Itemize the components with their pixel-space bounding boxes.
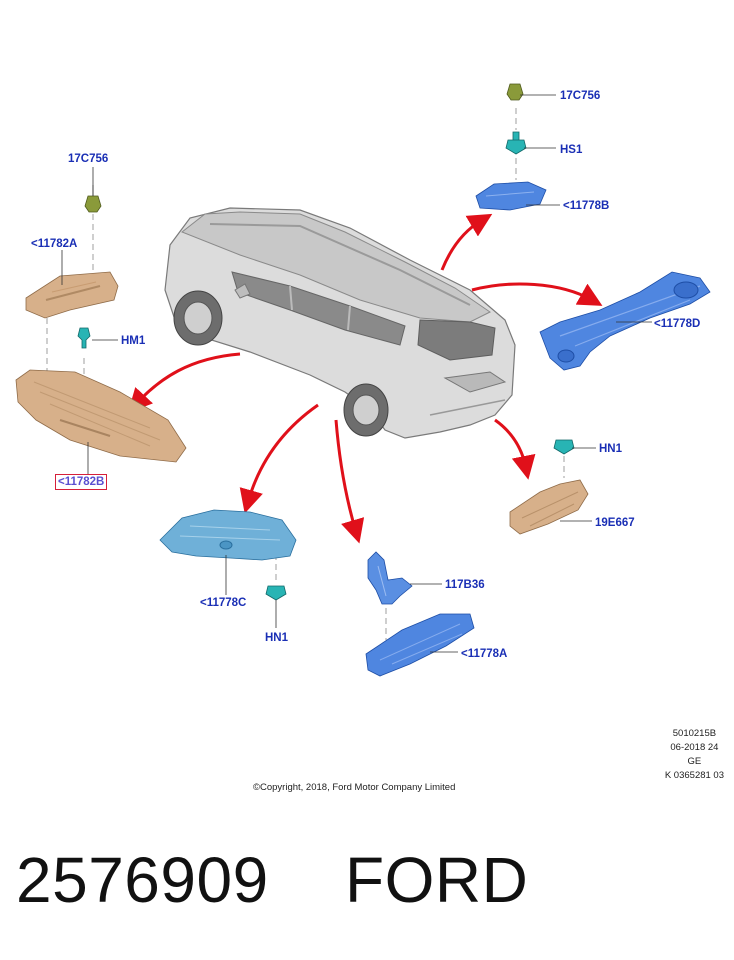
- label-17c756-left: 17C756: [68, 153, 109, 165]
- label-17c756-top: 17C756: [560, 90, 601, 102]
- label-hn1-bottom: HN1: [265, 632, 289, 644]
- left-parts-group: [15, 167, 187, 475]
- arrow-to-left-panel: [127, 352, 241, 413]
- panel-11778b: [475, 181, 547, 211]
- arrow-to-bottom-panel: [334, 419, 365, 544]
- arrow-to-rail: [471, 282, 603, 306]
- rear-rail-group: [539, 271, 711, 371]
- label-11778a: <11778A: [461, 648, 508, 660]
- nut-17c756-left: [84, 195, 102, 213]
- stamp-line-2: 06-2018 24: [670, 742, 719, 753]
- nut-17c756-top: [506, 83, 524, 101]
- brand-name: FORD: [345, 844, 529, 916]
- part-number: 2576909: [16, 844, 269, 916]
- right-parts-group: [509, 439, 596, 535]
- drawing-stamp: 5010215B 06-2018 24 GE K 0365281 03: [665, 727, 724, 783]
- arrow-to-right-panel: [494, 418, 536, 480]
- stamp-line-1: 5010215B: [672, 728, 717, 739]
- bottom-left-parts-group: [159, 509, 297, 628]
- rail-11778d: [539, 271, 711, 371]
- bottom-parts-group: [365, 551, 475, 677]
- label-hm1: HM1: [121, 335, 146, 347]
- panel-19e667: [509, 479, 589, 535]
- panel-11782a: [25, 271, 119, 319]
- clip-hs1: [505, 131, 527, 155]
- label-11778d: <11778D: [654, 318, 701, 330]
- vehicle-illustration: [164, 207, 516, 439]
- label-117b36: 117B36: [445, 579, 485, 591]
- label-11778b: <11778B: [563, 200, 610, 212]
- label-11782b: <11782B: [55, 474, 108, 490]
- panel-11778a: [365, 613, 475, 677]
- top-right-parts-group: [475, 83, 560, 211]
- label-hs1: HS1: [560, 144, 583, 156]
- stamp-line-4: K 0365281 03: [664, 770, 724, 781]
- label-11782a: <11782A: [31, 238, 78, 250]
- clip-hn1-bottom: [265, 585, 287, 601]
- arrow-to-top-panel: [440, 213, 493, 271]
- label-11778c: <11778C: [200, 597, 247, 609]
- bracket-117b36: [367, 551, 413, 605]
- arrow-to-bottom-left-panel: [239, 403, 319, 514]
- label-hn1-right: HN1: [599, 443, 623, 455]
- panel-11778c: [159, 509, 297, 561]
- exploded-parts-diagram: [15, 83, 711, 677]
- label-19e667: 19E667: [595, 517, 635, 529]
- clip-hn1-right: [553, 439, 575, 455]
- copyright-notice: ©Copyright, 2018, Ford Motor Company Lim…: [253, 782, 456, 793]
- direction-arrows: [127, 213, 603, 544]
- stamp-line-3: GE: [687, 756, 702, 767]
- clip-hm1: [77, 327, 91, 349]
